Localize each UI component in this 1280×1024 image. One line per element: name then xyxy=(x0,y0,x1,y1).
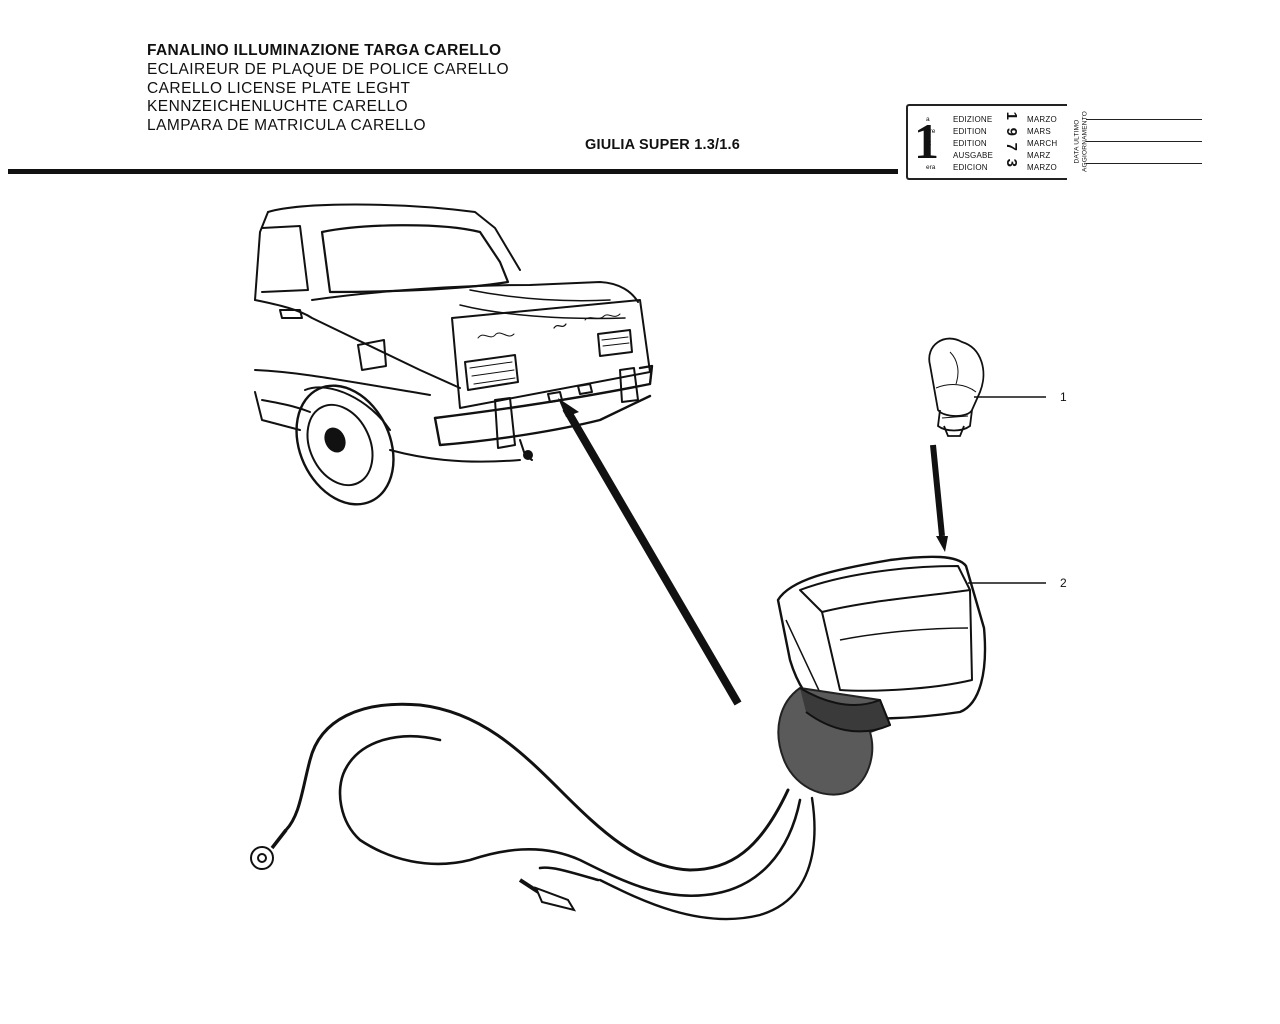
header-rule xyxy=(8,169,898,174)
callout-1: 1 xyxy=(1060,390,1067,404)
arrow-bulb-to-lamp-icon xyxy=(930,444,948,552)
title-french: ECLAIREUR DE PLAQUE DE POLICE CARELLO xyxy=(147,60,510,78)
update-line xyxy=(1086,141,1202,142)
title-english: CARELLO LICENSE PLATE LEGHT xyxy=(147,79,411,97)
edition-label: EDITION xyxy=(953,139,987,148)
license-plate-lamp-illustration xyxy=(776,555,987,796)
ring-terminal-icon xyxy=(250,828,288,870)
edition-suffix: . xyxy=(926,152,928,159)
spade-terminal-icon xyxy=(518,878,577,912)
wire-harness-illustration xyxy=(284,702,816,921)
edition-month: MARZO xyxy=(1027,163,1057,172)
edition-suffix: era xyxy=(926,164,936,171)
callout-2: 2 xyxy=(1060,576,1067,590)
edition-suffix: ère xyxy=(926,128,936,135)
title-spanish: LAMPARA DE MATRICULA CARELLO xyxy=(147,117,427,135)
update-line xyxy=(1086,163,1202,164)
edition-box: 1 a ère st . era EDIZIONE EDITION EDITIO… xyxy=(906,104,1067,180)
edition-month: MARZO xyxy=(1027,115,1057,124)
edition-label: AUSGABE xyxy=(953,151,994,160)
edition-suffix: a xyxy=(926,116,930,123)
edition-label: EDICION xyxy=(953,163,988,172)
edition-suffix: st xyxy=(926,140,932,147)
edition-label: EDIZIONE xyxy=(953,115,993,124)
edition-month: MARS xyxy=(1027,127,1051,136)
title-italian: FANALINO ILLUMINAZIONE TARGA CARELLO xyxy=(147,42,502,59)
bulb-illustration xyxy=(928,337,985,437)
title-german: KENNZEICHENLUCHTE CARELLO xyxy=(147,98,409,116)
title-block: FANALINO ILLUMINAZIONE TARGA CARELLO ECL… xyxy=(147,42,707,136)
edition-number: 1 xyxy=(914,113,939,169)
update-line xyxy=(1086,119,1202,120)
model-name: GIULIA SUPER 1.3/1.6 xyxy=(585,137,740,153)
edition-label: EDITION xyxy=(953,127,987,136)
edition-month: MARCH xyxy=(1027,139,1058,148)
arrow-to-part-icon xyxy=(558,398,742,706)
edition-month: MARZ xyxy=(1027,151,1051,160)
car-rear-illustration xyxy=(254,203,654,506)
